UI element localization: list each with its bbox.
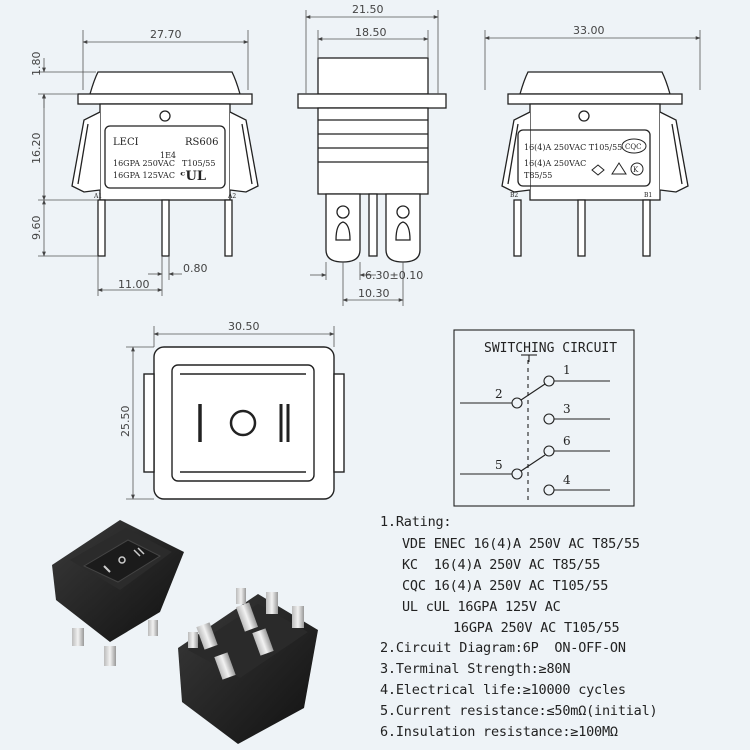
dim-terminal-thickness: 0.80 xyxy=(183,262,208,275)
dim-side-inner: 18.50 xyxy=(355,26,387,39)
dim-front-width: 27.70 xyxy=(150,28,182,41)
circuit-pin-2: 2 xyxy=(495,387,503,401)
top-view xyxy=(143,346,345,500)
front-brand: LECI xyxy=(113,137,139,148)
back-rating-2: 16(4)A 250VAC xyxy=(524,159,586,168)
dim-back-width: 33.00 xyxy=(573,24,605,37)
product-photo xyxy=(52,520,318,744)
dim-side-outer: 21.50 xyxy=(352,3,384,16)
spec-terminal-strength: 3.Terminal Strength:≥80N xyxy=(380,661,571,677)
back-dimension-lines xyxy=(484,30,701,90)
terminal-a2-label: A2 xyxy=(227,193,236,200)
terminal-b1-label: B1 xyxy=(644,192,652,199)
cqc-mark: CQC xyxy=(621,138,647,154)
certification-icons: K xyxy=(591,162,644,176)
front-dimension-lines xyxy=(38,30,249,296)
circuit-pin-6: 6 xyxy=(563,434,571,448)
svg-text:ᶜUL: ᶜUL xyxy=(180,169,206,184)
front-view xyxy=(71,71,259,257)
dim-bezel-width: 30.50 xyxy=(228,320,260,333)
circuit-title: SWITCHING CIRCUIT xyxy=(484,341,617,356)
spec-ul: UL cUL 16GPA 125V AC xyxy=(402,599,561,615)
circuit-pin-5: 5 xyxy=(495,458,503,472)
front-rating-1: 16GPA 250VAC xyxy=(113,159,175,168)
svg-text:K: K xyxy=(633,166,639,174)
circuit-pin-3: 3 xyxy=(563,402,571,416)
side-view xyxy=(297,57,447,263)
spec-rating-title: 1.Rating: xyxy=(380,514,452,530)
front-code: 1E4 xyxy=(160,151,176,160)
back-view xyxy=(501,71,689,257)
spec-vde: VDE ENEC 16(4)A 250V AC T85/55 xyxy=(402,536,640,552)
terminal-b2-label: B2 xyxy=(510,192,518,199)
dim-bezel-height: 25.50 xyxy=(119,406,132,438)
spec-current-resistance: 5.Current resistance:≤50mΩ(initial) xyxy=(380,703,658,719)
back-rating-3: T85/55 xyxy=(524,171,552,180)
dim-terminal-length: 9.60 xyxy=(30,216,43,241)
dim-top-lip: 1.80 xyxy=(30,52,43,77)
front-rating-1b: T105/55 xyxy=(182,159,215,168)
ul-mark: ᶜUL xyxy=(180,169,206,184)
spec-circuit-diagram: 2.Circuit Diagram:6P ON-OFF-ON xyxy=(380,640,626,656)
front-model: RS606 xyxy=(185,137,218,148)
circuit-pin-4: 4 xyxy=(563,473,571,487)
dim-terminal-pitch: 10.30 xyxy=(358,287,390,300)
spec-kc: KC 16(4)A 250V AC T85/55 xyxy=(402,557,601,573)
dim-body-height: 16.20 xyxy=(30,133,43,165)
spec-ul-2: 16GPA 250V AC T105/55 xyxy=(453,620,620,636)
front-rating-2: 16GPA 125VAC xyxy=(113,171,175,180)
side-dimension-lines xyxy=(305,10,439,306)
back-rating-1: 16(4)A 250VAC T105/55 xyxy=(524,143,622,152)
spec-cqc: CQC 16(4)A 250V AC T105/55 xyxy=(402,578,609,594)
terminal-a1-label: A1 xyxy=(93,193,102,200)
spec-insulation-resistance: 6.Insulation resistance:≥100MΩ xyxy=(380,724,618,740)
circuit-pin-1: 1 xyxy=(563,363,571,377)
svg-text:CQC: CQC xyxy=(625,143,641,151)
top-dimension-lines xyxy=(126,326,335,500)
dim-terminal-width: 6.30±0.10 xyxy=(365,269,423,282)
switching-circuit xyxy=(453,329,635,507)
spec-electrical-life: 4.Electrical life:≥10000 cycles xyxy=(380,682,626,698)
dim-terminal-spacing: 11.00 xyxy=(118,278,150,291)
